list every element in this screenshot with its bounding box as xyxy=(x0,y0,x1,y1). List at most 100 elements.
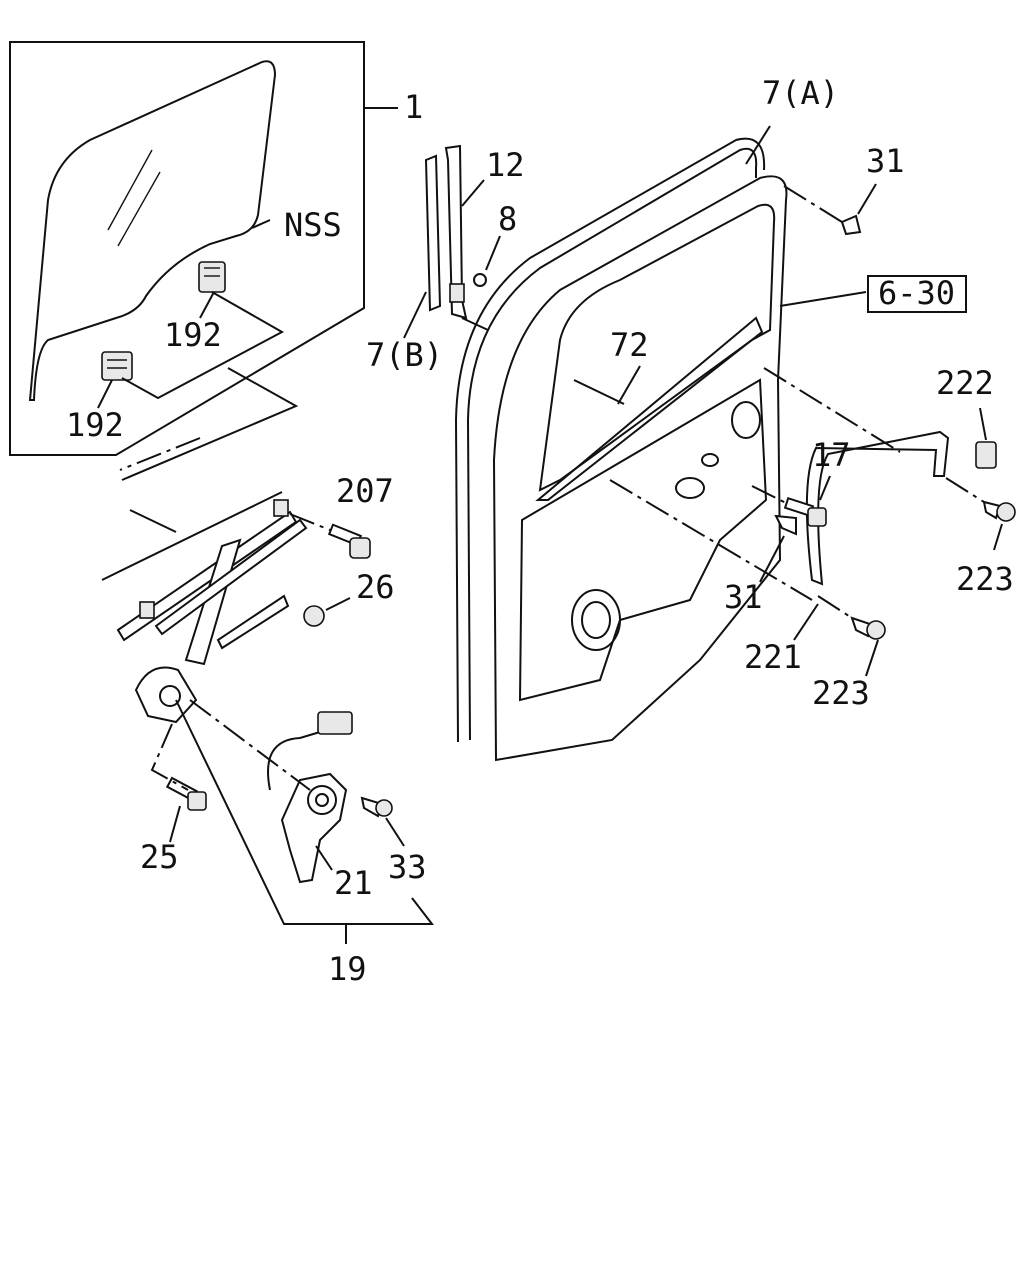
regulator-19-bracket xyxy=(175,699,435,925)
glass-to-regulator-guide xyxy=(121,367,299,481)
garnish-221-leader xyxy=(793,603,819,641)
speaker-hole xyxy=(571,589,621,651)
screw-33 xyxy=(360,796,393,818)
regulator-bracket-left xyxy=(139,601,155,619)
label-clip-192-bottom: 192 xyxy=(66,406,124,444)
label-garnish-221: 221 xyxy=(744,638,802,676)
panel-centerline xyxy=(609,479,813,601)
glass-inset-frame xyxy=(9,41,365,456)
label-glass-1: 1 xyxy=(404,88,423,126)
motor-21-leader xyxy=(315,845,333,871)
motor-centerline xyxy=(189,699,311,791)
cover-222-leader xyxy=(979,407,987,441)
regulator-gear-housing xyxy=(134,666,198,724)
label-motor-21: 21 xyxy=(334,864,373,902)
channel-tie-line xyxy=(461,317,489,331)
label-nss: NSS xyxy=(284,206,342,244)
bolt-207 xyxy=(327,523,371,559)
label-nut-26: 26 xyxy=(356,568,395,606)
label-run-channel-7b: 7(B) xyxy=(366,336,443,374)
run-channel-b xyxy=(424,154,442,312)
ref-box-leader xyxy=(779,291,867,307)
label-screw-8: 8 xyxy=(498,200,517,238)
bolt-25-leader xyxy=(169,805,181,843)
glass-shine-2 xyxy=(117,171,161,247)
speaker-hole-inner xyxy=(581,601,611,639)
regulator-arm-1 xyxy=(184,538,242,666)
glass-shine-1 xyxy=(107,149,153,231)
clip-leader-lines xyxy=(121,291,285,400)
label-bolt-207: 207 xyxy=(336,472,394,510)
garnish-centerline xyxy=(763,367,901,453)
strip-72-leader xyxy=(617,365,641,405)
label-screw-223-lower: 223 xyxy=(812,674,870,712)
glass-clip-lower xyxy=(101,351,133,381)
regulator-rail-lower xyxy=(216,594,290,650)
screw-223-lower-leader xyxy=(865,639,879,677)
nut-26-leader xyxy=(325,597,351,611)
label-screw-223-upper: 223 xyxy=(956,560,1014,598)
door-inner-panel-outline xyxy=(492,175,788,762)
bolt-25-centerline xyxy=(150,723,189,791)
regulator-bracket-right xyxy=(273,499,289,517)
garnish-221 xyxy=(805,430,950,586)
label-regulator-19: 19 xyxy=(328,950,367,988)
glass-assembly-group xyxy=(9,41,398,481)
clip-31-mid-leader xyxy=(759,535,785,583)
access-hole-3 xyxy=(731,401,761,439)
label-bolt-25: 25 xyxy=(140,838,179,876)
bolt-207-centerline xyxy=(289,513,331,531)
screw-223-lower-centerline xyxy=(817,595,853,619)
channel-7b-leader xyxy=(403,291,427,339)
screw-223-upper-centerline xyxy=(945,477,985,503)
label-cover-222: 222 xyxy=(936,364,994,402)
clip-upper-leader xyxy=(199,291,215,319)
screw-223-upper xyxy=(982,500,1016,522)
bolt-17-leader xyxy=(819,475,831,501)
ref-box-frame xyxy=(867,275,967,313)
run-channel-group xyxy=(403,144,501,339)
screw-8 xyxy=(473,273,487,287)
label-bolt-17: 17 xyxy=(812,436,851,474)
motor-21 xyxy=(267,711,353,884)
clip-lower-leader xyxy=(97,379,113,409)
label-screw-33: 33 xyxy=(388,848,427,886)
label-inner-strip-72: 72 xyxy=(610,326,649,364)
screw-33-leader xyxy=(385,817,405,847)
screw-223-lower xyxy=(850,616,886,640)
door-panel-group xyxy=(454,125,867,762)
nss-leader xyxy=(251,219,271,229)
clip-31-top-centerline xyxy=(783,185,843,223)
label-channel-12: 12 xyxy=(486,146,525,184)
regulator-group xyxy=(101,437,435,944)
clip-31-top xyxy=(840,214,862,236)
channel-bracket-foot xyxy=(449,283,465,303)
right-fasteners-group xyxy=(609,183,1016,677)
regulator-gear xyxy=(159,685,181,707)
bolt-17 xyxy=(783,496,827,527)
weatherstrip-a-leader xyxy=(745,125,771,165)
door-window-opening xyxy=(538,203,776,492)
channel-12-leader xyxy=(461,179,485,207)
label-clip-31-mid: 31 xyxy=(724,578,763,616)
weatherstrip-a-outer xyxy=(466,147,758,741)
glass-clip-upper xyxy=(198,261,226,293)
screw-223-upper-leader xyxy=(993,523,1003,551)
label-clip-31-top: 31 xyxy=(866,142,905,180)
access-hole-2 xyxy=(701,453,719,467)
access-hole-1 xyxy=(675,477,705,499)
regulator-guide-line-1 xyxy=(101,491,283,581)
inner-belt-strip-72 xyxy=(535,316,764,501)
bolt-17-centerline xyxy=(751,485,789,505)
cover-222 xyxy=(975,441,997,469)
door-glass xyxy=(28,60,277,401)
clip-31-mid xyxy=(774,514,797,536)
screw-8-leader xyxy=(485,235,501,271)
glass-regulator-centerline xyxy=(119,437,201,471)
label-weatherstrip-7a: 7(A) xyxy=(762,74,839,112)
label-ref-6-30[interactable]: 6-30 xyxy=(878,274,955,312)
label-clip-192-top: 192 xyxy=(164,316,222,354)
nut-26 xyxy=(303,605,325,627)
clip-31-top-leader xyxy=(857,183,877,215)
